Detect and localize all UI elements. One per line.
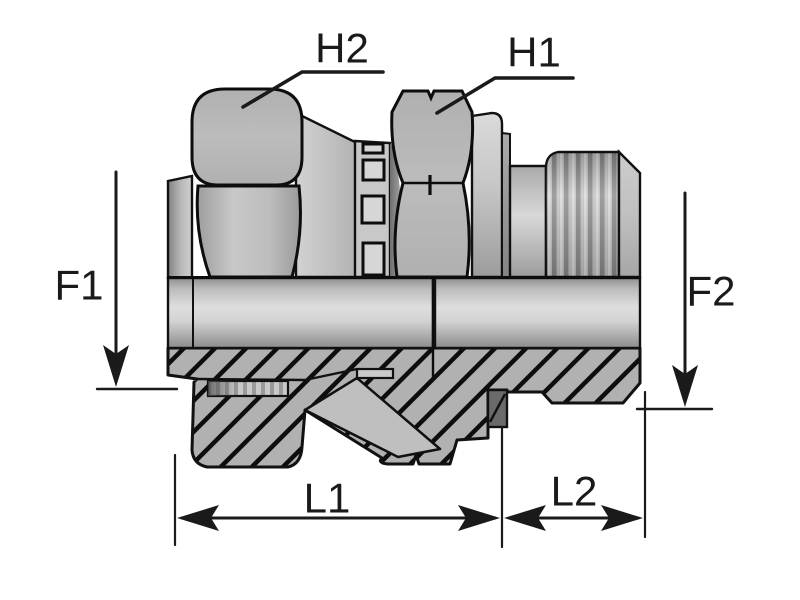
- f2-arrowhead: [672, 365, 698, 407]
- collar: [470, 111, 504, 279]
- h2-nut-top-facet: [190, 87, 304, 187]
- cone-seat-band: [303, 376, 442, 459]
- internal-thread-recess: [206, 379, 290, 398]
- h1-nut: [390, 89, 475, 279]
- h2-leader-line: [241, 70, 385, 109]
- h2-nut: [190, 87, 304, 279]
- l1-left-arrowhead: [177, 505, 219, 531]
- l2-right-arrowhead: [601, 505, 643, 531]
- l2-label: L2: [551, 468, 598, 515]
- f2-label: F2: [686, 268, 735, 315]
- left-port-stub: [166, 174, 194, 280]
- serrated-ring: [353, 139, 392, 279]
- bore-cylinder-right: [433, 276, 642, 350]
- h1-label: H1: [507, 29, 561, 76]
- male-thread: [544, 149, 642, 279]
- l1-label: L1: [304, 475, 351, 522]
- l1-right-arrowhead: [458, 505, 500, 531]
- thread-end-face: [617, 149, 642, 279]
- l2-left-arrowhead: [504, 505, 546, 531]
- h1-leader-line: [435, 76, 575, 115]
- f1-arrowhead: [103, 345, 129, 387]
- h2-nut-bottom-facet: [195, 184, 302, 279]
- seal-washer: [486, 388, 509, 429]
- neck-groove: [508, 164, 548, 279]
- taper-cone: [294, 111, 359, 279]
- section-internal-lines: [196, 367, 358, 382]
- dimensions: [95, 70, 714, 549]
- ring-section-ledge: [355, 367, 395, 380]
- bore-cylinder-left: [166, 276, 435, 350]
- f1-label: F1: [54, 262, 103, 309]
- h2-label: H2: [315, 25, 369, 72]
